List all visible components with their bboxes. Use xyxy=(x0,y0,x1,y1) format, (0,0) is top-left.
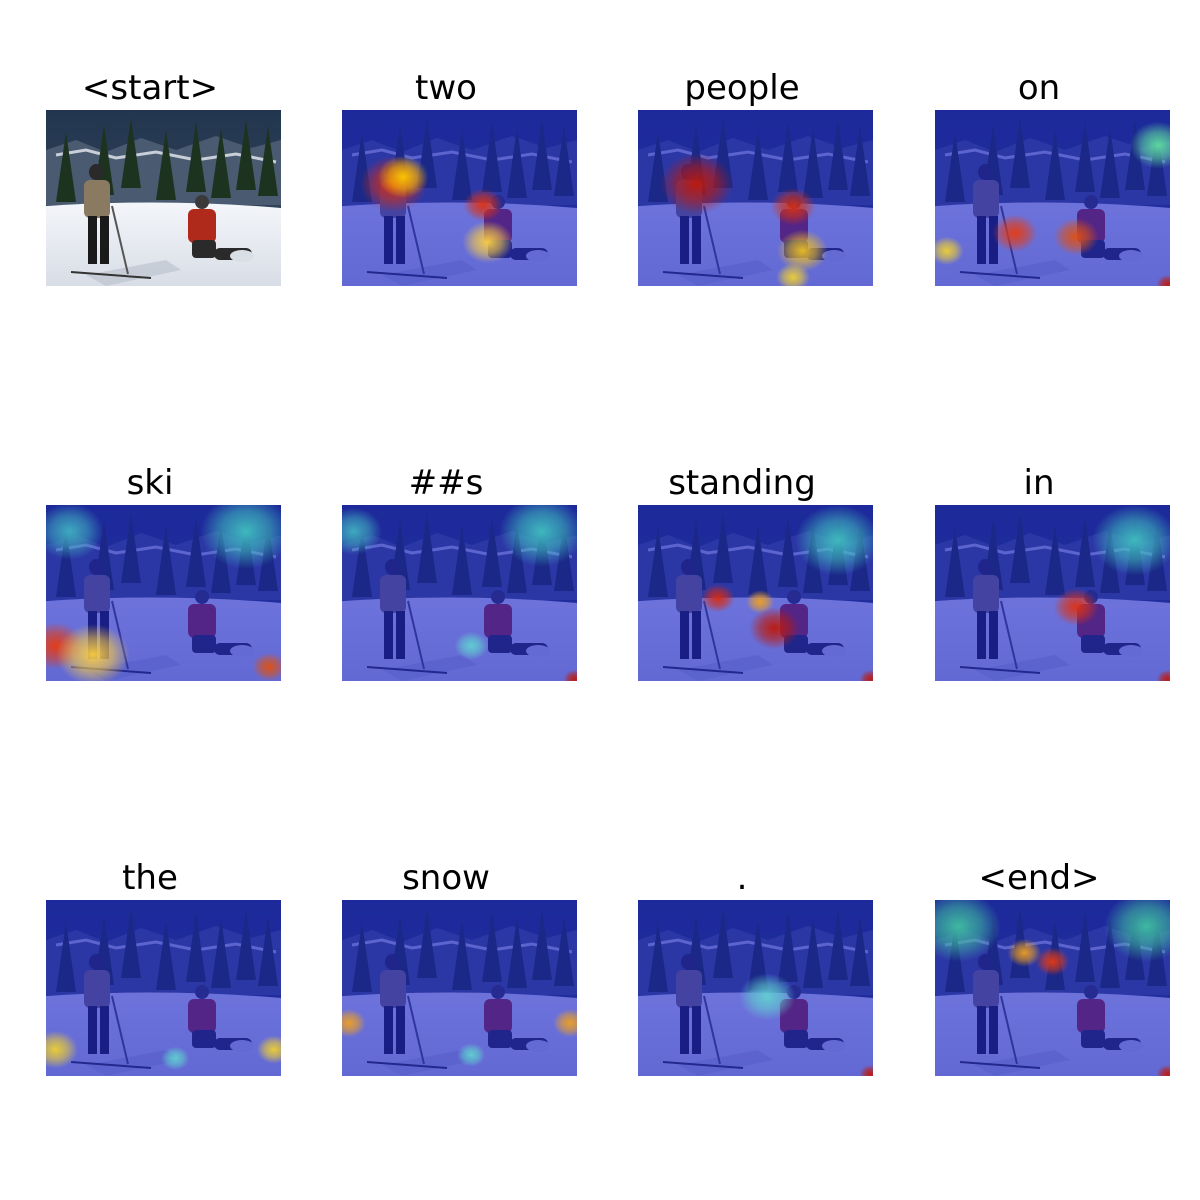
token-label: standing xyxy=(668,463,816,503)
token-label: two xyxy=(415,68,477,108)
scene-image xyxy=(935,900,1170,1076)
attention-image xyxy=(935,110,1170,286)
token-label: ski xyxy=(126,463,174,503)
attention-image xyxy=(638,900,873,1076)
attention-image xyxy=(342,505,577,681)
attention-image xyxy=(935,505,1170,681)
scene-image xyxy=(935,505,1170,681)
token-label: <start> xyxy=(81,68,219,108)
attention-image xyxy=(342,110,577,286)
token-label: the xyxy=(122,858,178,898)
scene-image xyxy=(342,900,577,1076)
token-label: snow xyxy=(402,858,490,898)
scene-image xyxy=(935,110,1170,286)
attention-image xyxy=(46,900,281,1076)
token-label: <end> xyxy=(978,858,1100,898)
scene-image xyxy=(638,900,873,1076)
attention-image xyxy=(638,505,873,681)
attention-image xyxy=(46,505,281,681)
attention-image xyxy=(342,900,577,1076)
token-label: people xyxy=(684,68,800,108)
token-label: in xyxy=(1023,463,1055,503)
scene-image xyxy=(342,110,577,286)
attention-image xyxy=(46,110,281,286)
scene-image xyxy=(638,505,873,681)
token-label: on xyxy=(1017,68,1061,108)
scene-image xyxy=(638,110,873,286)
token-label: . xyxy=(736,858,748,898)
scene-image xyxy=(342,505,577,681)
attention-image xyxy=(638,110,873,286)
token-label: ##s xyxy=(408,463,484,503)
scene-image xyxy=(46,900,281,1076)
attention-image xyxy=(935,900,1170,1076)
scene-image xyxy=(46,505,281,681)
scene-image xyxy=(46,110,281,286)
